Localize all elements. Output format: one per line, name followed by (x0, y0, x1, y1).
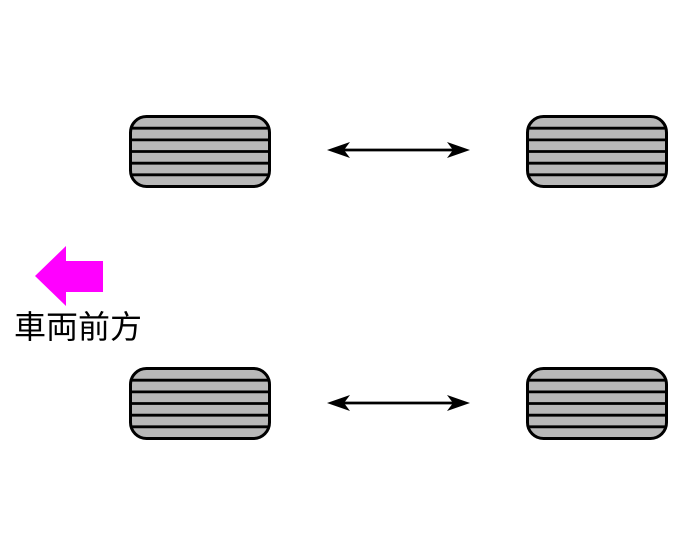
tire-top-right (526, 117, 668, 187)
vehicle-front-label: 車両前方 (14, 309, 142, 345)
tire-bottom-right (526, 369, 668, 439)
tire-bottom-left (129, 369, 271, 439)
tire-top-left (129, 117, 271, 187)
vehicle-front-arrow-icon (35, 246, 103, 306)
